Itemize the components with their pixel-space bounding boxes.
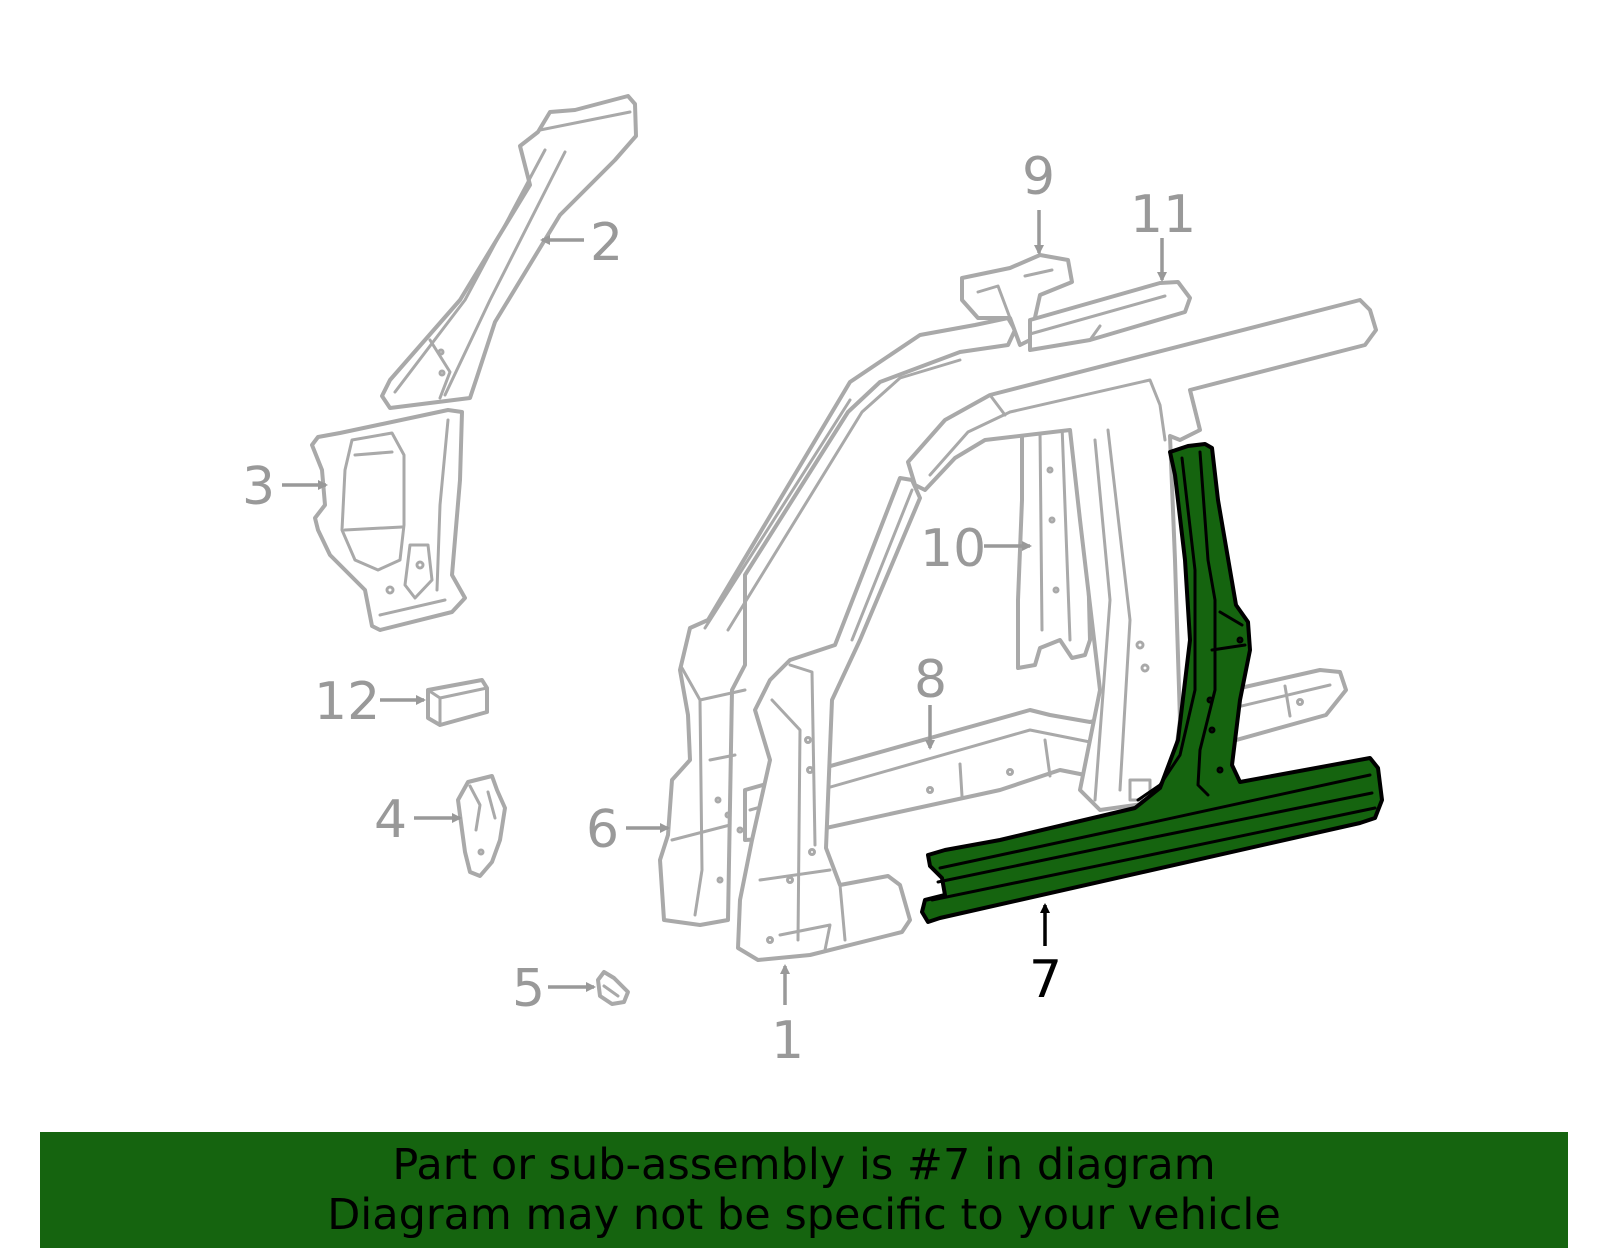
callout-8: 8 [914,650,947,710]
callout-7: 7 [1029,950,1062,1010]
callout-numbers: 1 2 3 4 5 6 7 8 9 10 11 12 [242,147,1196,1071]
part-4-bracket[interactable] [456,774,507,878]
callout-2: 2 [590,213,623,273]
banner-line-2: Diagram may not be specific to your vehi… [327,1190,1281,1240]
callout-9: 9 [1022,147,1055,207]
part-1-front-pillar[interactable] [736,476,922,962]
part-info-banner: Part or sub-assembly is #7 in diagram Di… [40,1132,1568,1248]
callout-3: 3 [242,457,275,517]
leader-lines [282,210,1167,1005]
callout-6: 6 [586,800,619,860]
part-2-pillar-reinforcement[interactable] [380,94,638,410]
part-6-outer-pillar[interactable] [658,316,1017,927]
part-7-rocker-outer-highlighted[interactable] [920,442,1384,924]
callout-4: 4 [374,790,407,850]
part-12-block[interactable] [426,678,489,727]
callout-12: 12 [314,672,380,732]
callout-11: 11 [1130,185,1196,245]
banner-line-1: Part or sub-assembly is #7 in diagram [392,1140,1216,1190]
callout-5: 5 [512,959,545,1019]
part-10-center-pillar-inner[interactable] [1016,413,1092,670]
part-11-roof-rail[interactable] [1028,280,1192,352]
callout-1: 1 [771,1011,804,1071]
part-5-clip[interactable] [596,970,630,1006]
callout-10: 10 [920,519,986,579]
part-3-hinge-pillar-bracket[interactable] [310,408,467,632]
roof-side-arch[interactable] [906,298,1378,812]
